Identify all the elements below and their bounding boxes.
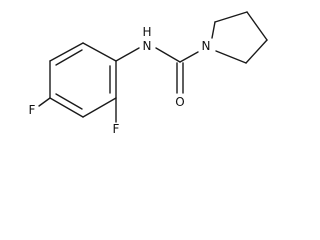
benzene-ring [49,42,117,118]
atom-label-h-amide: H [142,25,151,39]
ring-double-bond [55,93,83,110]
pyrrolidine-ring [211,11,268,64]
ring-bond [215,50,247,64]
atom-label-oxygen: O [175,95,184,109]
atom-label-fluorine-para: F [29,103,36,117]
ring-bond [49,42,84,62]
ring-bond [211,21,216,39]
atom-label-n-amide: N [143,39,152,53]
ring-bond [82,97,117,118]
atom-label-n-ring: N [202,39,211,53]
ring-double-bond [55,49,83,66]
ring-bond [245,39,268,64]
bond-nh-to-carbonyl [155,47,181,63]
ring-bond [214,11,248,23]
bond-ring-to-nh [115,47,140,62]
bond-ring-to-fluorine-para [38,97,51,107]
ring-bond [82,42,117,62]
ring-bond [49,97,84,118]
atom-label-fluorine-ortho: F [113,122,120,136]
bond-carbonyl-to-ring-n [179,51,199,63]
ring-bond [246,11,268,41]
chemical-structure: N H N O F F [29,11,268,136]
